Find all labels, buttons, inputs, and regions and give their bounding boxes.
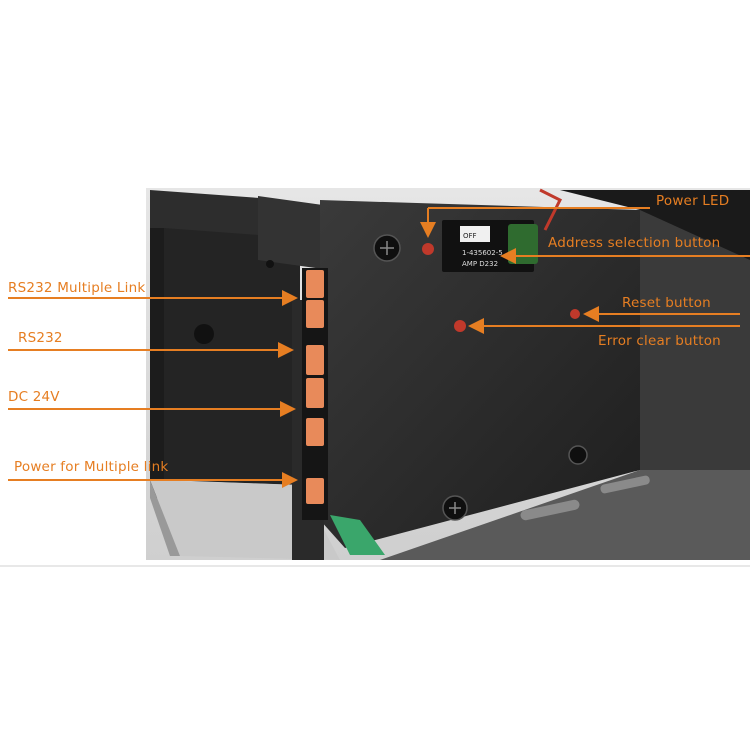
left-panel-hole [194,324,214,344]
label-rs232-multiple-link: RS232 Multiple Link [8,280,146,296]
front-plate [320,200,640,548]
label-address-selection-button: Address selection button [548,235,721,251]
middle-bracket [258,196,330,270]
label-reset-button: Reset button [622,295,711,311]
error-clear-button [454,320,466,332]
left-side-wall [150,228,164,498]
right-side-wall [640,210,750,470]
reset-button [570,309,580,319]
right-base [380,470,750,560]
address-switch [508,224,538,264]
left-inner-panel [164,228,300,485]
orange-connectors [306,270,324,504]
annotation-arrows [8,207,750,488]
pcb-edge [330,515,385,555]
label-power-multiple-link: Power for Multiple link [14,459,169,475]
label-error-clear-button: Error clear button [598,333,721,349]
switch-label-off: OFF [463,232,477,240]
label-power-led: Power LED [656,193,730,209]
label-rs232: RS232 [18,330,63,346]
switch-label-part: 1-435602-5 [462,249,503,257]
power-led [422,243,434,255]
label-dc-24v: DC 24V [8,389,60,405]
switch-label-amp: AMP D232 [462,260,498,268]
left-top-flange [150,190,260,240]
